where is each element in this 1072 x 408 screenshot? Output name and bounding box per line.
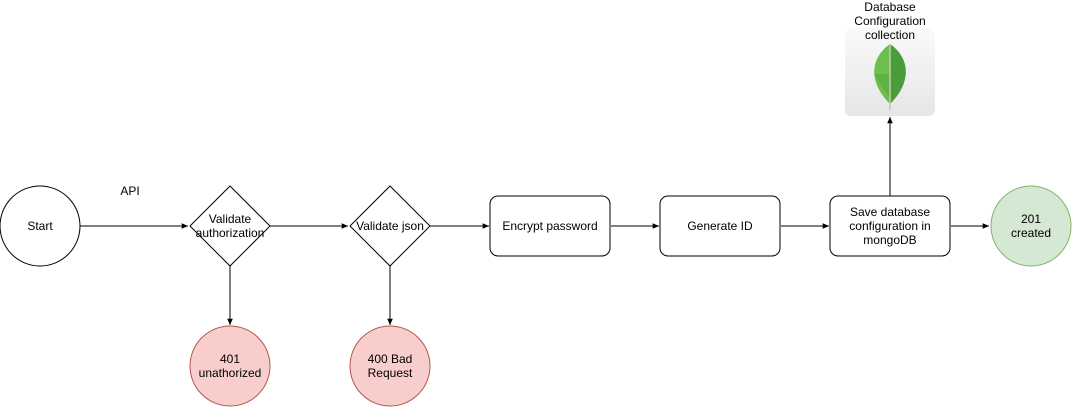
start-label: Start bbox=[27, 219, 53, 233]
mongodb-leaf-icon bbox=[874, 44, 906, 110]
save-database-label: Save database configuration in mongoDB bbox=[849, 205, 931, 247]
validate-json-label: Validate json bbox=[356, 219, 424, 233]
validate-authorization-decision[interactable] bbox=[189, 185, 271, 267]
validate-authorization-label: Validate authorization bbox=[195, 212, 265, 240]
encrypt-password-label: Encrypt password bbox=[502, 219, 598, 233]
unauthorized-401-label: 401 unathorized bbox=[198, 352, 262, 380]
save-database-node[interactable] bbox=[829, 195, 951, 257]
encrypt-password-node[interactable] bbox=[489, 195, 611, 257]
unauthorized-401-node[interactable] bbox=[189, 325, 271, 407]
generate-id-node[interactable] bbox=[659, 195, 781, 257]
database-collection-label: Database Configuration collection bbox=[854, 0, 926, 42]
created-201-label: 201 created bbox=[1010, 212, 1052, 240]
validate-json-decision[interactable] bbox=[349, 185, 431, 267]
bad-request-400-node[interactable] bbox=[349, 325, 431, 407]
start-node[interactable] bbox=[0, 185, 81, 267]
edge-api-label: API bbox=[120, 184, 140, 198]
bad-request-400-label: 400 Bad Request bbox=[367, 352, 413, 380]
created-201-node[interactable] bbox=[990, 185, 1072, 267]
generate-id-label: Generate ID bbox=[687, 219, 753, 233]
